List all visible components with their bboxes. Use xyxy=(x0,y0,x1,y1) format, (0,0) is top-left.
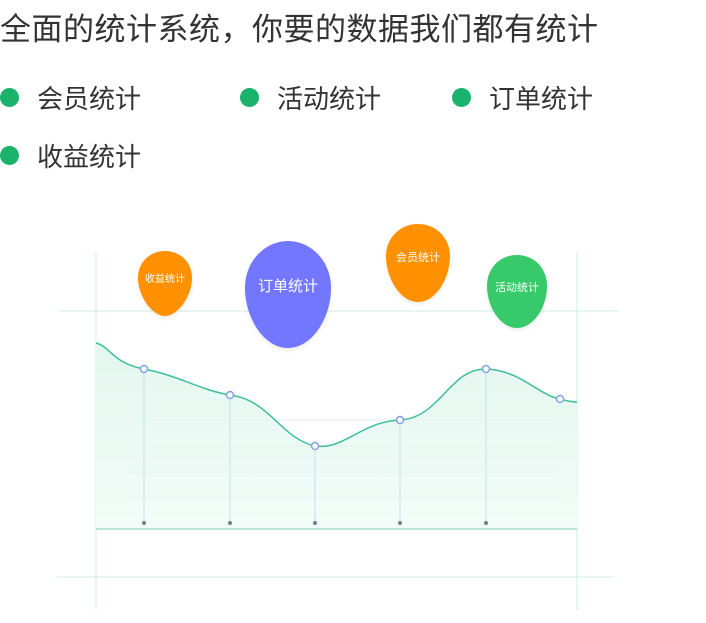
area-fill xyxy=(96,343,577,529)
bubble-member-stats: 会员统计 xyxy=(386,224,450,302)
feature-revenue-stats: 收益统计 xyxy=(0,135,141,175)
page-headline: 全面的统计系统，你要的数据我们都有统计 xyxy=(0,12,599,48)
bubble-label: 会员统计 xyxy=(396,251,440,264)
bubble-revenue-stats: 收益统计 xyxy=(138,251,192,316)
base-dots xyxy=(142,521,488,525)
statistics-illustration: 收益统计 订单统计 会员统计 活动统计 xyxy=(0,200,706,623)
green-dot-icon xyxy=(0,87,19,107)
feature-activity-stats: 活动统计 xyxy=(240,77,381,117)
feature-label: 订单统计 xyxy=(489,84,594,115)
feature-label: 会员统计 xyxy=(37,84,142,115)
drop-lines xyxy=(143,369,487,523)
green-dot-icon xyxy=(452,87,471,107)
bubble-label: 收益统计 xyxy=(145,272,185,285)
inner-grid xyxy=(130,419,556,499)
trend-curve xyxy=(95,342,578,448)
bubble-order-stats: 订单统计 xyxy=(245,241,331,348)
bubble-activity-stats: 活动统计 xyxy=(487,255,547,328)
feature-label: 活动统计 xyxy=(277,84,382,115)
bubble-label: 订单统计 xyxy=(258,277,318,295)
green-dot-icon xyxy=(240,87,259,107)
illustration-svg: 收益统计 订单统计 会员统计 活动统计 xyxy=(57,224,618,610)
feature-label: 收益统计 xyxy=(37,142,142,173)
green-dot-icon xyxy=(0,145,19,165)
feature-order-stats: 订单统计 xyxy=(452,77,593,117)
bubble-label: 活动统计 xyxy=(495,281,539,294)
feature-member-stats: 会员统计 xyxy=(0,77,141,117)
curve-points xyxy=(139,364,565,451)
